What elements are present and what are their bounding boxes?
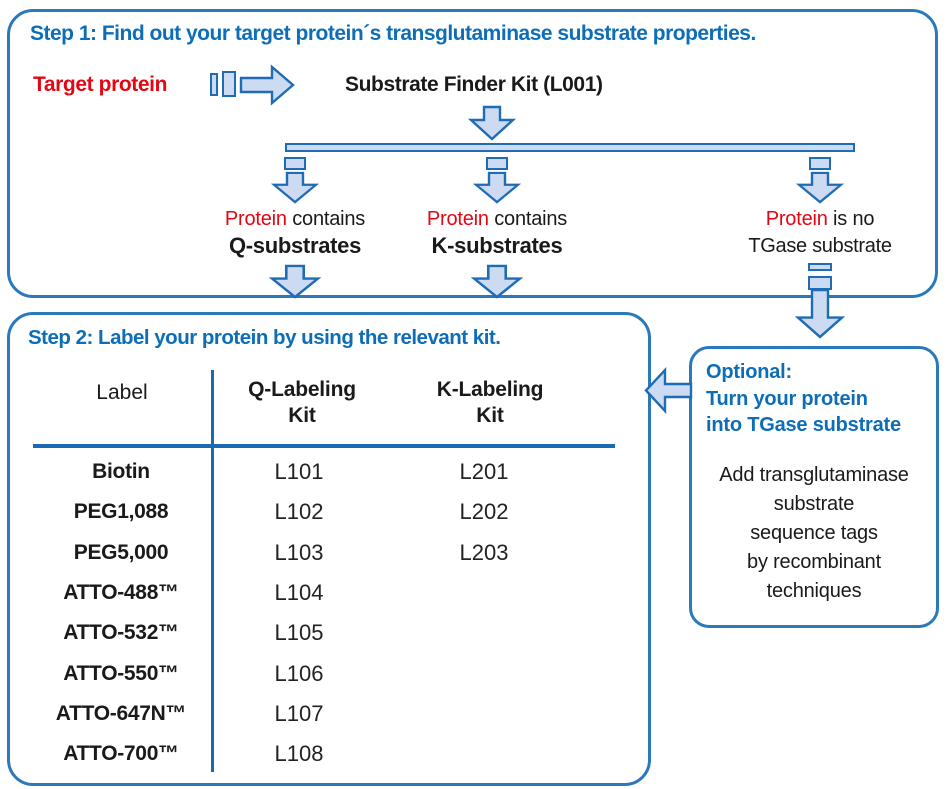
left-block-arrow-icon	[644, 366, 693, 415]
table-row: ATTO-488™ L104	[63, 580, 324, 606]
protein-segment-icon	[210, 73, 218, 96]
branch-line2: Q-substrates	[228, 233, 362, 258]
optional-box	[689, 346, 939, 628]
target-protein-label: Target protein	[33, 73, 168, 96]
branch-line2: TGase substrate	[748, 235, 892, 257]
table-header-q-kit: Q-Labeling Kit	[248, 378, 356, 427]
connector-segment-icon	[808, 276, 832, 290]
step2-title: Step 2: Label your protein by using the …	[28, 326, 501, 349]
step1-box	[7, 9, 938, 298]
down-arrow-icon	[470, 264, 524, 299]
down-arrow-icon	[795, 171, 845, 204]
table-header-label: Label	[96, 381, 148, 404]
protein-segment-icon	[222, 71, 236, 97]
table-row: PEG1,088 L102 L202	[73, 499, 509, 525]
connector-segment-icon	[486, 157, 508, 170]
branch-line2: K-substrates	[431, 233, 563, 258]
branch-no-substrate: Protein is no TGase substrate	[710, 206, 930, 260]
branch-line1: Protein contains	[224, 208, 366, 230]
substrate-finder-kit-label: Substrate Finder Kit (L001)	[345, 73, 603, 96]
branch-line1: Protein is no	[765, 208, 875, 230]
step2-box	[7, 312, 651, 786]
table-row: ATTO-647N™ L107	[55, 700, 324, 726]
down-arrow-icon	[268, 264, 322, 299]
branch-k-substrates: Protein contains K-substrates	[387, 206, 607, 260]
table-row: ATTO-700™ L108	[63, 741, 324, 767]
table-row: ATTO-532™ L105	[63, 620, 324, 646]
optional-body: Add transglutaminase substrate sequence …	[719, 464, 909, 602]
down-arrow-icon	[794, 288, 846, 339]
table-row: ATTO-550™ L106	[63, 660, 324, 686]
table-row: Biotin L101 L201	[92, 459, 509, 485]
down-arrow-icon	[467, 105, 517, 141]
branch-q-substrates: Protein contains Q-substrates	[185, 206, 405, 260]
connector-segment-icon	[809, 157, 831, 170]
connector-segment-icon	[284, 157, 306, 170]
table-vertical-divider	[211, 370, 214, 772]
down-arrow-icon	[472, 171, 522, 204]
table-header-underline	[33, 444, 615, 448]
branch-line1: Protein contains	[426, 208, 568, 230]
down-arrow-icon	[270, 171, 320, 204]
table-header-k-kit: K-Labeling Kit	[436, 378, 544, 427]
optional-title: Optional: Turn your protein into TGase s…	[706, 361, 901, 436]
branch-bar	[285, 143, 855, 152]
step1-title: Step 1: Find out your target protein´s t…	[30, 22, 756, 45]
connector-segment-icon	[808, 263, 832, 271]
right-block-arrow-icon	[239, 64, 295, 106]
table-row: PEG5,000 L103 L203	[73, 539, 509, 565]
kit-table: Biotin L101 L201 PEG1,088 L102 L202 PEG5…	[33, 452, 613, 774]
